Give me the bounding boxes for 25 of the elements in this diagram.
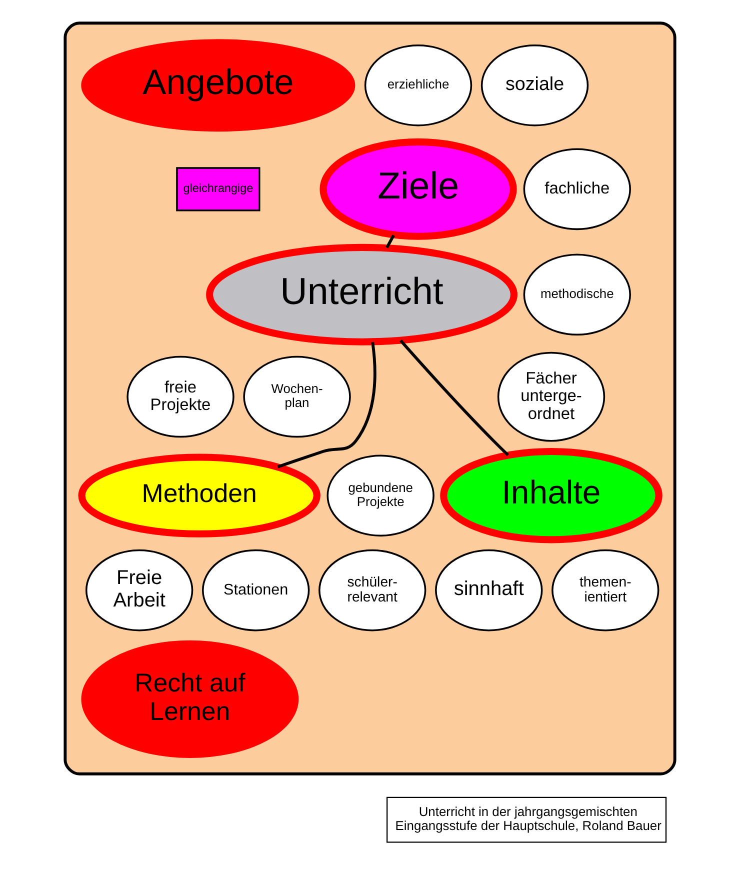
- node-ellipse: Inhalte: [440, 447, 662, 543]
- cluster: [64, 21, 676, 775]
- node-ellipse: Recht auf Lernen: [81, 640, 299, 758]
- node-ellipse: Wochen- plan: [243, 355, 351, 438]
- node-ellipse: freie Projekte: [126, 355, 234, 438]
- connector: [277, 342, 376, 468]
- node-ellipse: Ziele: [320, 138, 517, 240]
- node-ellipse: Stationen: [202, 548, 310, 631]
- node-ellipse: soziale: [480, 44, 589, 126]
- node-ellipse: Fächer unterge- ordnet: [497, 351, 606, 442]
- node-ellipse: sinnhaft: [435, 548, 543, 631]
- node-ellipse: erziehliche: [364, 44, 472, 126]
- connector: [400, 339, 510, 456]
- node-ellipse: gebundene Projekte: [326, 454, 434, 536]
- node-ellipse: Methoden: [78, 453, 320, 537]
- node-box: gleichrangige: [176, 166, 260, 211]
- node-ellipse: Unterricht: [206, 243, 518, 345]
- node-ellipse: Freie Arbeit: [85, 548, 194, 631]
- connector: [386, 234, 395, 248]
- caption: Unterricht in der jahrgangsgemischten Eingangsstufe der Hauptschule, Roland Bauer: [395, 804, 662, 833]
- node-ellipse: fachliche: [523, 148, 631, 230]
- node-ellipse: methodische: [523, 253, 631, 336]
- node-ellipse: Angebote: [81, 38, 356, 132]
- node-ellipse: themen- ientiert: [552, 548, 660, 631]
- node-ellipse: schüler- relevant: [318, 548, 426, 631]
